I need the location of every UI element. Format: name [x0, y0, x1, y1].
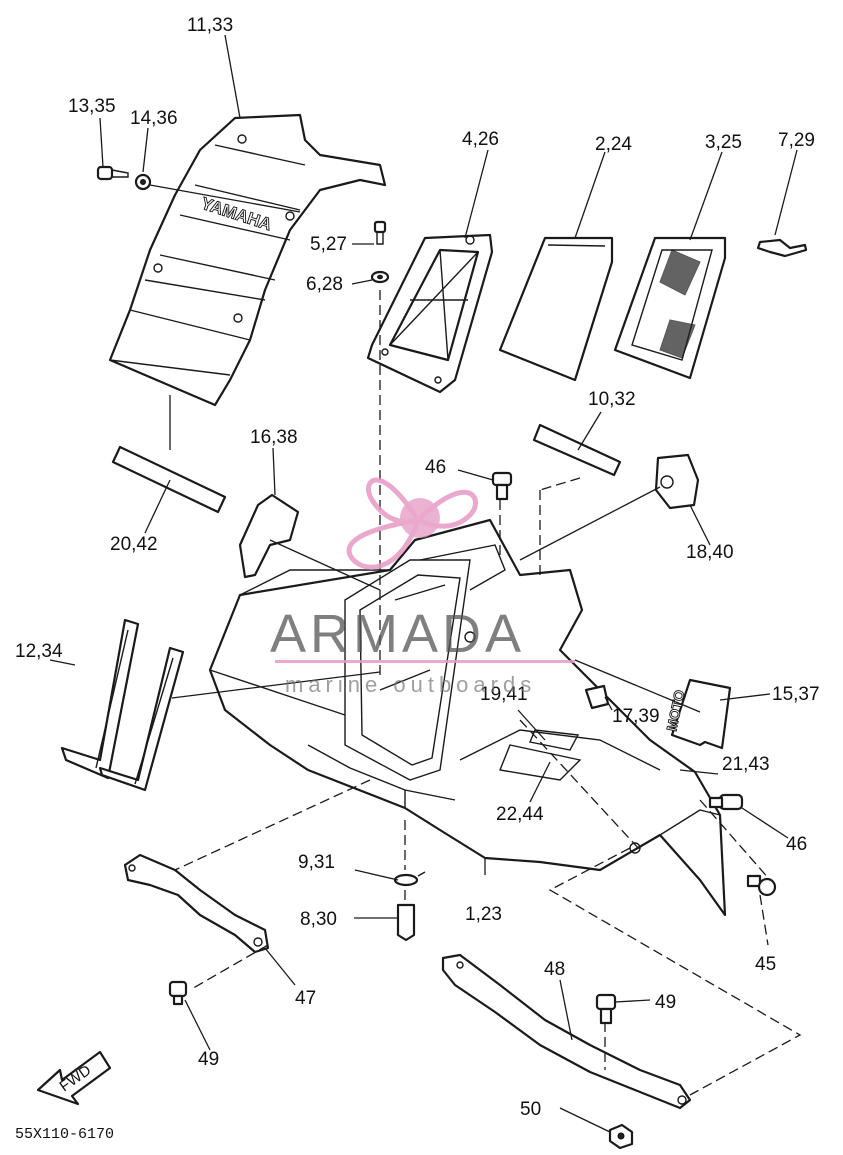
callout-9-31: 9,31 — [298, 852, 335, 873]
propeller-logo-icon — [346, 477, 478, 570]
screw-part-5 — [373, 220, 387, 245]
callout-15-37: 15,37 — [772, 684, 820, 705]
watermark-tagline: marine outboards — [285, 672, 536, 697]
callout-45: 45 — [755, 954, 776, 975]
callout-2-24: 2,24 — [595, 134, 632, 155]
callout-46-right: 46 — [786, 834, 807, 855]
callout-49-right: 49 — [655, 992, 676, 1013]
callout-16-38: 16,38 — [250, 427, 298, 448]
bracket-part-16 — [238, 493, 300, 579]
panel-part-2 — [498, 236, 614, 382]
bolt-part-49-right — [595, 993, 617, 1025]
callout-labels: 11,33 13,35 14,36 4,26 2,24 3,25 7,29 5,… — [15, 15, 820, 1143]
diagram-part-code: 55X110-6170 — [15, 1126, 114, 1143]
screw-part-13 — [96, 165, 129, 181]
bolt-part-49-left — [168, 980, 188, 1006]
nut-part-50 — [608, 1123, 634, 1150]
callout-22-44: 22,44 — [496, 804, 544, 825]
nut-part-9 — [393, 871, 426, 887]
callout-4-26: 4,26 — [462, 129, 499, 150]
callout-5-27: 5,27 — [310, 234, 347, 255]
assembly-dashed-lines — [174, 290, 802, 1096]
callout-50: 50 — [520, 1099, 541, 1120]
callout-21-43: 21,43 — [722, 754, 770, 775]
bracket-part-47 — [123, 853, 270, 954]
bracket-part-48 — [441, 953, 692, 1110]
callout-17-39: 17,39 — [612, 706, 660, 727]
callout-47: 47 — [295, 988, 316, 1009]
grommet-part-18 — [654, 453, 700, 510]
callout-48: 48 — [544, 959, 565, 980]
clip-part-17 — [584, 684, 610, 710]
callout-7-29: 7,29 — [778, 130, 815, 151]
front-cover-part: YAMAHA — [108, 113, 387, 407]
seal-strip-part-12 — [60, 618, 185, 792]
pad-part-10 — [532, 423, 622, 477]
callout-10-32: 10,32 — [588, 389, 636, 410]
frame-part-4 — [366, 233, 494, 394]
emblem-part-15: MOTO — [663, 678, 732, 750]
bolt-part-46-top — [491, 471, 513, 501]
callout-18-40: 18,40 — [686, 542, 734, 563]
callout-20-42: 20,42 — [110, 534, 158, 555]
clip-part-7 — [756, 238, 808, 258]
bolt-part-46-right — [708, 793, 744, 811]
callout-49-left: 49 — [198, 1049, 219, 1070]
forward-direction-arrow-icon: FWD — [36, 1050, 112, 1106]
washer-part-6 — [370, 270, 390, 284]
callout-14-36: 14,36 — [130, 108, 178, 129]
callout-11-33: 11,33 — [187, 15, 233, 36]
callout-12-34: 12,34 — [15, 641, 63, 662]
callout-13-35: 13,35 — [68, 96, 116, 117]
armada-watermark-logo: ARMADA marine outboards — [270, 477, 575, 697]
bolt-part-45 — [746, 874, 777, 897]
main-cowling-part-1 — [208, 518, 727, 917]
mesh-panel-part-3 — [613, 236, 727, 380]
callout-8-30: 8,30 — [300, 909, 337, 930]
leader-lines — [49, 34, 798, 1133]
callout-46-top: 46 — [425, 457, 446, 478]
callout-6-28: 6,28 — [306, 274, 343, 295]
callout-19-41: 19,41 — [480, 684, 528, 705]
sleeve-part-8 — [396, 903, 416, 942]
pad-part-20 — [111, 445, 227, 514]
washer-part-14 — [134, 173, 152, 191]
callout-1-23: 1,23 — [465, 904, 502, 925]
watermark-brand: ARMADA — [270, 604, 525, 664]
callout-3-25: 3,25 — [705, 132, 742, 153]
